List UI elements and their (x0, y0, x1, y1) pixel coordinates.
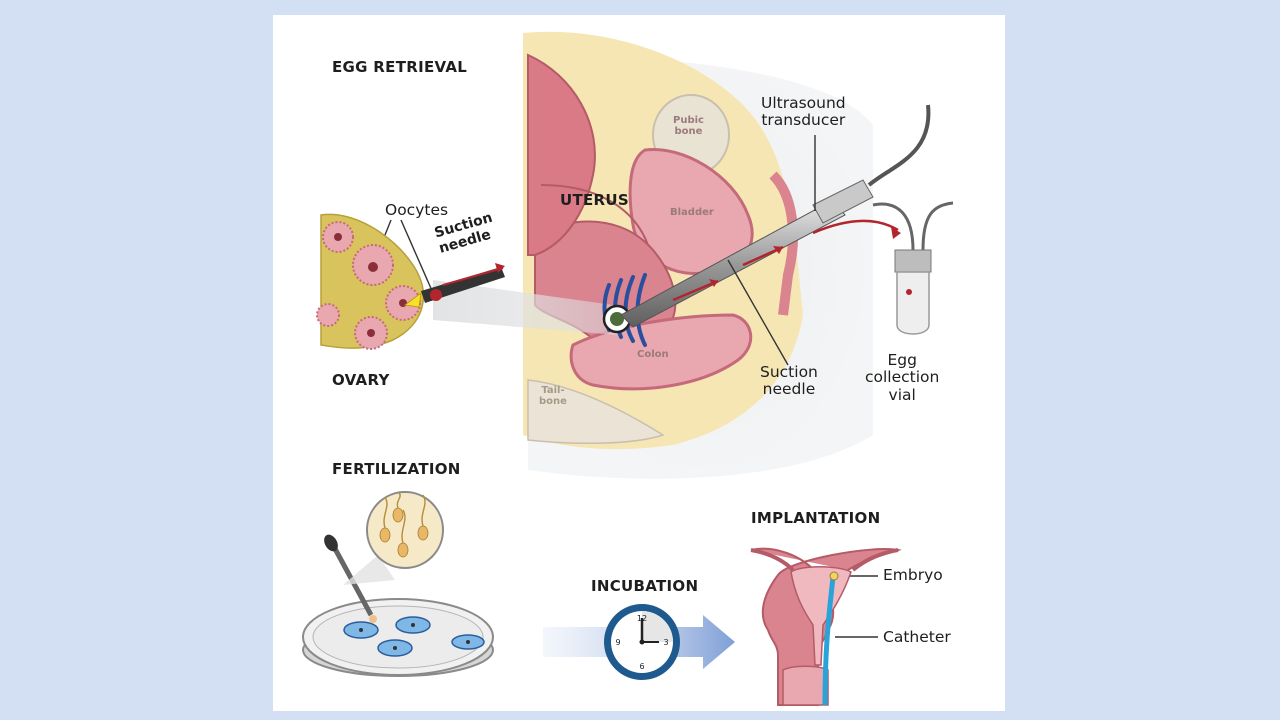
diagram-panel: 12 3 6 9 EGG RETRIEVAL UTERUS OVARY Oocy… (273, 15, 1005, 711)
implantation-uterus (750, 547, 902, 706)
ultrasound-probe (620, 104, 931, 328)
tailbone (527, 379, 665, 445)
incubation-heading: INCUBATION (591, 577, 699, 595)
catheter-label: Catheter (883, 628, 951, 646)
ivf-illustration: 12 3 6 9 (302, 31, 954, 706)
egg-collection-vial-label: Egg collection vial (865, 351, 940, 404)
colon-label: Colon (637, 349, 669, 360)
clock-icon: 12 3 6 9 (604, 604, 680, 680)
clock-numeral: 6 (639, 662, 644, 671)
embryo (829, 571, 839, 581)
bladder-label: Bladder (670, 207, 714, 218)
fertilization-heading: FERTILIZATION (332, 460, 461, 478)
ultrasound-beam (433, 280, 618, 335)
sperm-magnifier (366, 491, 444, 569)
implantation-heading: IMPLANTATION (751, 509, 881, 527)
petri-dish (302, 598, 494, 677)
clock-numeral: 12 (637, 614, 647, 623)
clock-numeral: 9 (615, 638, 620, 647)
suction-needle-label: Suction needle (760, 363, 818, 399)
egg-collection-vial (894, 249, 932, 335)
egg-retrieval-heading: EGG RETRIEVAL (332, 58, 468, 76)
ovary-inset (316, 213, 505, 350)
tailbone-label: Tail- bone (539, 385, 567, 407)
ovary-label: OVARY (332, 371, 390, 389)
catheter (822, 576, 836, 706)
oocytes-label: Oocytes (385, 201, 449, 219)
pubic-bone-label: Pubic bone (673, 115, 704, 137)
ultrasound-transducer-label: Ultrasound transducer (761, 94, 846, 130)
clock-numeral: 3 (663, 638, 668, 647)
embryo-label: Embryo (883, 566, 943, 584)
uterus-label: UTERUS (560, 191, 629, 209)
